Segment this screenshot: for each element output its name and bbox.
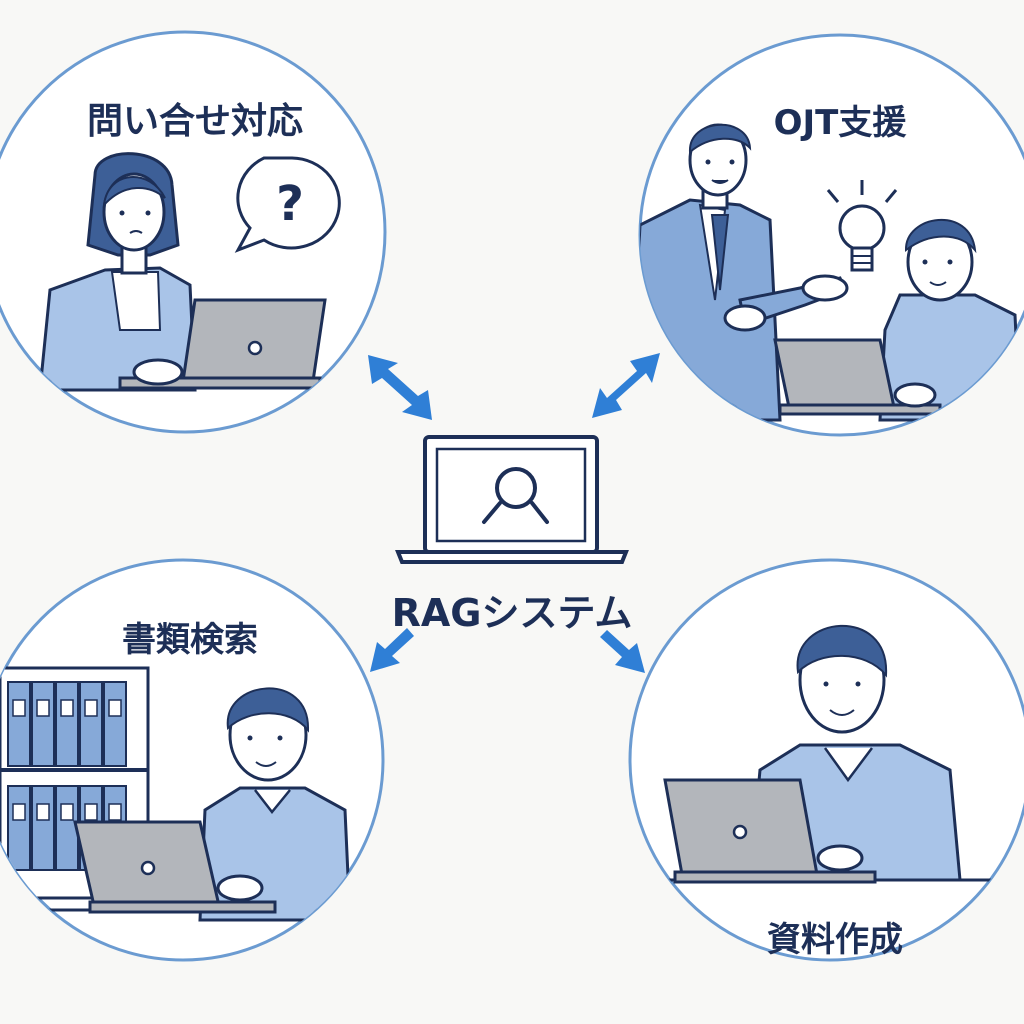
scene-label-inquiry: 問い合せ対応 xyxy=(86,101,303,142)
scene-material-creation xyxy=(628,558,1024,962)
scene-label-material-creation: 資料作成 xyxy=(767,920,903,960)
double-arrow-icon xyxy=(592,353,660,418)
rag-laptop-icon xyxy=(395,435,629,564)
laptop xyxy=(73,820,277,914)
laptop xyxy=(663,778,877,884)
woman-figure xyxy=(38,152,197,392)
question-mark-icon: ? xyxy=(276,176,304,232)
scene-label-document-search: 書類検索 xyxy=(122,620,258,660)
search-icon xyxy=(482,467,549,524)
laptop xyxy=(773,338,942,416)
arrow-icon xyxy=(370,628,414,672)
scene-inquiry: ? xyxy=(0,30,387,434)
lightbulb-icon xyxy=(826,180,898,272)
arrow-icon xyxy=(600,630,645,673)
rag-system-label: RAGシステム xyxy=(391,591,633,635)
scene-label-ojt: OJT支援 xyxy=(773,103,907,143)
scene-document-search xyxy=(0,558,385,962)
double-arrow-icon xyxy=(368,355,432,420)
speech-bubble: ? xyxy=(234,156,341,253)
